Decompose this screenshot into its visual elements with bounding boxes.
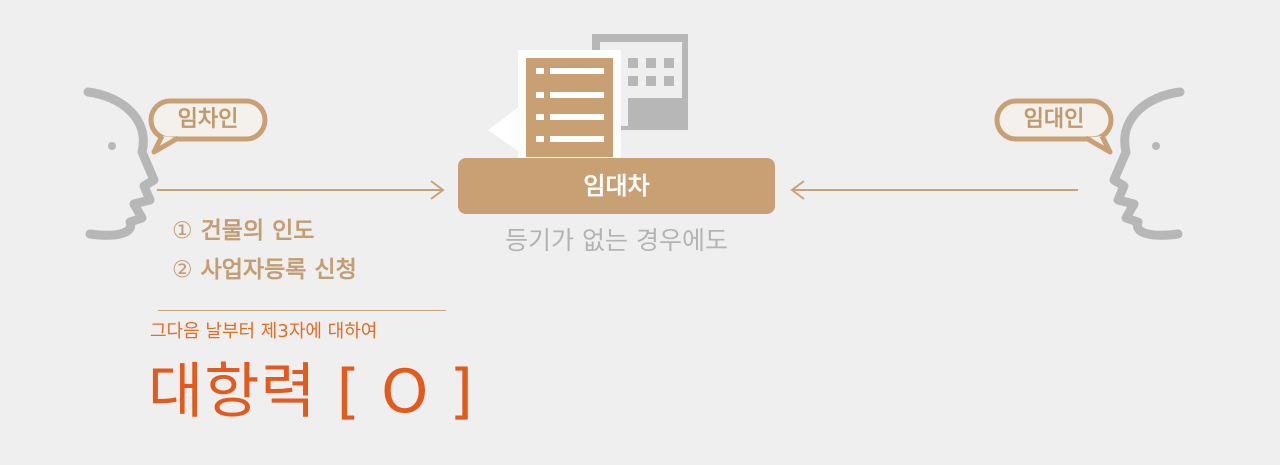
contract-document-icon <box>518 50 621 165</box>
divider <box>158 310 446 311</box>
condition-1: ① 건물의 인도 <box>172 216 314 246</box>
lease-box: 임대차 <box>458 158 775 214</box>
landlord-label: 임대인 <box>1023 107 1085 132</box>
result-main: 대항력 [ O ] <box>148 357 474 427</box>
tenant-speech-bubble <box>148 98 268 155</box>
arrow-right-icon <box>157 180 445 200</box>
tenant-label: 임차인 <box>177 107 239 132</box>
condition-2: ② 사업자등록 신청 <box>172 255 357 285</box>
landlord-speech-bubble <box>994 98 1114 155</box>
result-intro: 그다음 날부터 제3자에 대하여 <box>150 321 378 342</box>
landlord-head-icon <box>1109 87 1185 240</box>
condition-1-number: ① <box>172 218 193 244</box>
condition-1-text: 건물의 인도 <box>200 218 315 244</box>
condition-2-number: ② <box>172 257 193 283</box>
tenant-head-icon <box>83 87 159 240</box>
arrow-left-icon <box>790 180 1078 200</box>
lease-subtitle: 등기가 없는 경우에도 <box>505 226 728 255</box>
condition-2-text: 사업자등록 신청 <box>200 257 357 283</box>
